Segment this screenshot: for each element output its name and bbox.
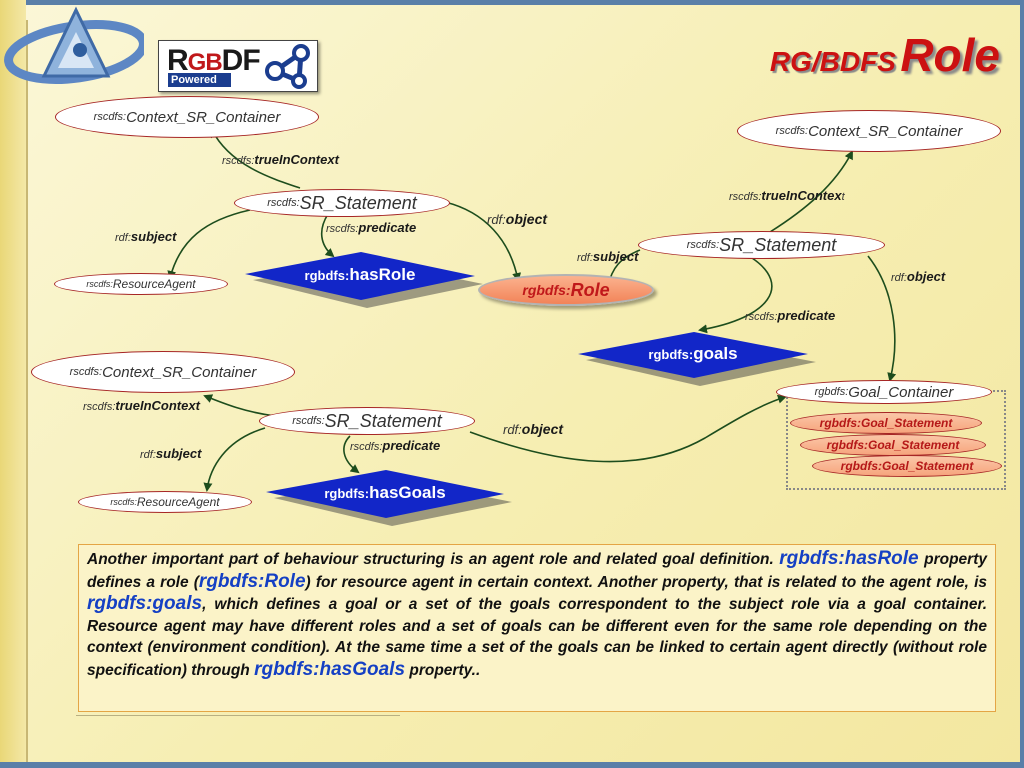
edge-sr1-object bbox=[444, 201, 522, 282]
edge-label-object: rdf:object bbox=[891, 269, 946, 284]
goal-statement-node: rgbdfs:Goal_Statement bbox=[800, 434, 986, 456]
edge-label-true-in-context: rscdfs:trueInContext bbox=[222, 152, 339, 167]
edge-sr1-subject bbox=[167, 209, 251, 280]
edge-sr3-object bbox=[469, 394, 787, 463]
has-role-diamond: rgbdfs:hasRole bbox=[245, 250, 483, 308]
keyword-has-role: rgbdfs:hasRole bbox=[779, 548, 919, 569]
rgbdf-logo: RGBDF Powered bbox=[158, 40, 318, 92]
resource-agent-node: rscdfs:ResourceAgent bbox=[54, 273, 228, 295]
resource-agent-node: rscdfs:ResourceAgent bbox=[78, 491, 252, 513]
edge-label-predicate: rscdfs:predicate bbox=[326, 220, 417, 235]
page-title: RG/BDFS Role bbox=[769, 29, 1000, 81]
molecule-icon bbox=[265, 44, 310, 89]
edge-sr2-object bbox=[867, 255, 897, 382]
left-band bbox=[0, 0, 26, 768]
has-goals-diamond: rgbdfs:hasGoals bbox=[266, 468, 512, 526]
edge-sr2-predicate bbox=[698, 257, 773, 334]
edge-label-predicate: rscdfs:predicate bbox=[745, 308, 836, 323]
edge-sr3-subject bbox=[203, 427, 266, 492]
sr-statement-node: rscdfs:SR_Statement bbox=[638, 231, 885, 259]
role-node: rgbdfs:Role bbox=[478, 274, 654, 306]
keyword-goals: rgbdfs:goals bbox=[87, 593, 203, 614]
edge-sr1-predicate bbox=[320, 213, 335, 258]
edge-label-object: rdf:object bbox=[487, 211, 548, 227]
edge-label-predicate: rscdfs:predicate bbox=[350, 438, 441, 453]
edge-sr3-predicate bbox=[343, 435, 360, 474]
keyword-role: rgbdfs:Role bbox=[198, 570, 306, 592]
context-sr-container-node: rscdfs:Context_SR_Container bbox=[55, 96, 319, 138]
description-text: Another important part of behaviour stru… bbox=[78, 544, 996, 712]
goals-diamond: rgbdfs:goals bbox=[578, 330, 816, 386]
goal-statement-node: rgbdfs:Goal_Statement bbox=[790, 412, 982, 434]
context-sr-container-node: rscdfs:Context_SR_Container bbox=[737, 110, 1001, 152]
left-divider bbox=[26, 20, 28, 768]
edge-label-subject: rdf:subject bbox=[115, 229, 177, 244]
powered-label: Powered bbox=[168, 73, 231, 87]
edge-label-object: rdf:object bbox=[503, 421, 564, 437]
keyword-has-goals: rgbdfs:hasGoals bbox=[254, 658, 406, 680]
top-border bbox=[0, 0, 1024, 5]
context-sr-container-node: rscdfs:Context_SR_Container bbox=[31, 351, 295, 393]
edge-label-true-in-context: rscdfs:trueInContext bbox=[83, 398, 200, 413]
right-border bbox=[1020, 0, 1024, 768]
goal-container-node: rgbdfs:Goal_Container bbox=[776, 380, 992, 404]
edge-label-subject: rdf:subject bbox=[140, 446, 202, 461]
sr-statement-node: rscdfs:SR_Statement bbox=[259, 407, 475, 435]
sr-statement-node: rscdfs:SR_Statement bbox=[234, 189, 450, 217]
edge-sr3-context bbox=[203, 394, 276, 417]
footer-rule bbox=[76, 715, 400, 716]
edge-label-subject: rdf:subject bbox=[577, 249, 639, 264]
corner-logo-icon bbox=[4, 6, 144, 84]
edge-sr1-context bbox=[211, 128, 301, 189]
goal-statement-node: rgbdfs:Goal_Statement bbox=[812, 455, 1002, 477]
edge-label-true-in-context: rscdfs:trueInContext bbox=[729, 188, 845, 203]
bottom-border bbox=[0, 762, 1024, 768]
edge-sr2-context bbox=[769, 150, 853, 233]
